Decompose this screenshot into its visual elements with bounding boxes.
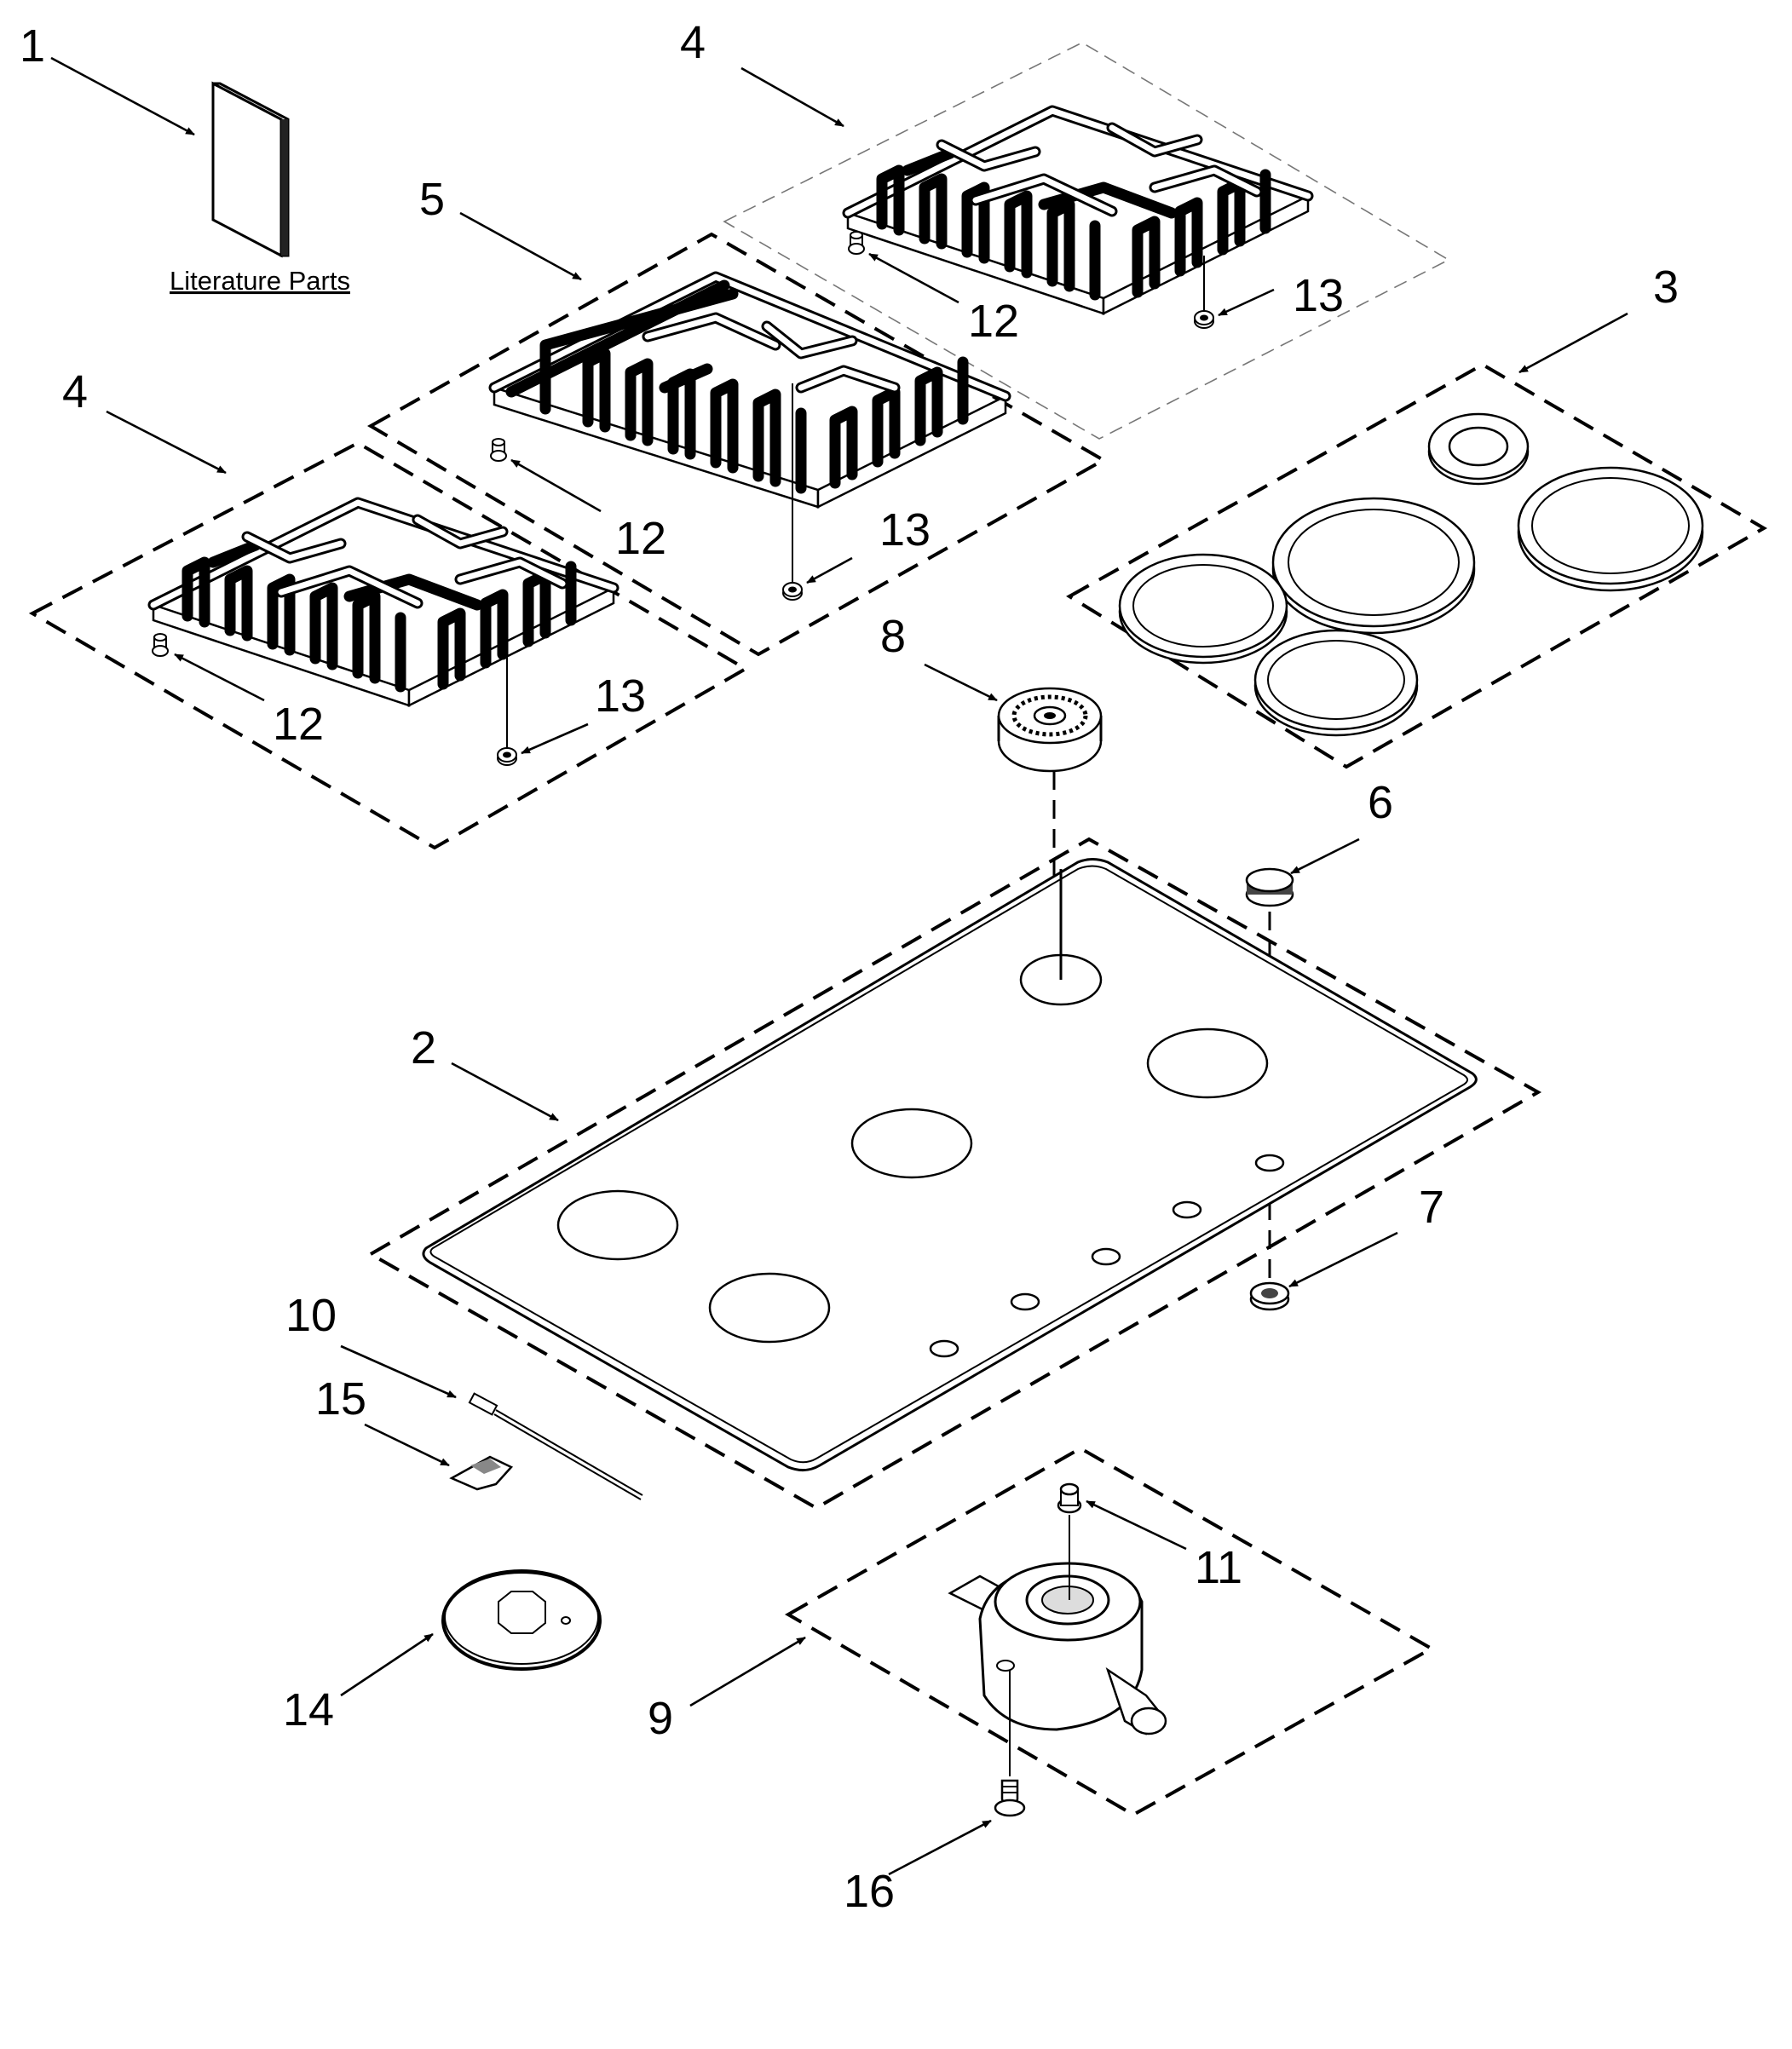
burner-base-boundary: [784, 1446, 1436, 1817]
spreader-plate: [441, 1569, 602, 1671]
leader-11: [1086, 1499, 1187, 1551]
callout-4-top: 4: [680, 17, 706, 68]
leader-13a: [521, 722, 589, 755]
leader-12c: [868, 252, 959, 304]
leader-1: [50, 56, 195, 136]
leader-5: [459, 211, 582, 281]
leader-10: [340, 1344, 457, 1399]
grate-right-boundary: [723, 42, 1450, 440]
leader-3: [1518, 312, 1628, 374]
grate-center-stud: [490, 438, 507, 462]
leader-4b: [740, 66, 844, 128]
clip-part: [449, 1455, 514, 1491]
leader-4a: [106, 410, 227, 475]
callout-12-top: 12: [968, 296, 1019, 347]
cooktop-boundary: [366, 837, 1542, 1511]
leader-8: [924, 663, 998, 702]
leader-16: [888, 1819, 992, 1876]
grate-left-stud: [152, 633, 169, 657]
callout-4-left: 4: [62, 366, 88, 417]
grate-right: [848, 111, 1308, 314]
electrode-part: [468, 1392, 643, 1500]
callout-12-left: 12: [273, 699, 324, 750]
burner-base-part: [997, 687, 1103, 773]
callout-13-left: 13: [595, 671, 646, 722]
callout-6: 6: [1368, 777, 1393, 828]
callout-9: 9: [648, 1693, 673, 1744]
leader-12a: [174, 653, 265, 702]
leader-13c: [1218, 288, 1275, 317]
grate-right-stud: [848, 231, 865, 255]
grate-center-boundary: [366, 232, 1108, 657]
leader-15: [364, 1423, 450, 1467]
callout-11: 11: [1195, 1542, 1242, 1593]
leader-6: [1290, 837, 1360, 875]
literature-parts-label: Literature Parts: [170, 266, 350, 296]
literature-book-icon: [211, 81, 290, 258]
callout-12-center: 12: [615, 513, 666, 564]
leader-13b: [806, 556, 853, 584]
callout-8: 8: [880, 611, 906, 662]
callout-14: 14: [283, 1684, 334, 1735]
burner-base-assembly: [948, 1562, 1167, 1735]
knob-part: [1245, 867, 1294, 907]
callout-7: 7: [1419, 1182, 1444, 1233]
bezel-part: [1249, 1281, 1290, 1311]
orifice-part: [1057, 1482, 1082, 1514]
callout-10: 10: [285, 1290, 337, 1341]
callout-2: 2: [411, 1022, 436, 1073]
grate-left-boundary: [28, 440, 749, 850]
leader-9: [689, 1636, 806, 1707]
callout-13-top: 13: [1293, 270, 1344, 321]
callout-5: 5: [419, 174, 445, 225]
grate-left: [153, 503, 614, 705]
grate-center: [494, 277, 1005, 507]
callout-3: 3: [1653, 262, 1679, 313]
leader-12b: [510, 458, 602, 513]
grate-center-nut: [782, 582, 803, 601]
callout-1: 1: [20, 20, 45, 72]
callout-16: 16: [844, 1866, 895, 1917]
leader-2: [451, 1062, 559, 1122]
burner-caps-set: [1118, 412, 1704, 737]
leader-14: [340, 1632, 434, 1697]
leader-7: [1288, 1231, 1398, 1288]
grate-left-nut: [497, 747, 517, 766]
callout-15: 15: [315, 1373, 366, 1425]
burner-caps-boundary: [1066, 362, 1768, 769]
cooktop-glass: [422, 858, 1478, 1471]
screw-part: [994, 1779, 1026, 1817]
callout-13-center: 13: [879, 504, 931, 555]
grate-right-nut: [1194, 310, 1214, 329]
